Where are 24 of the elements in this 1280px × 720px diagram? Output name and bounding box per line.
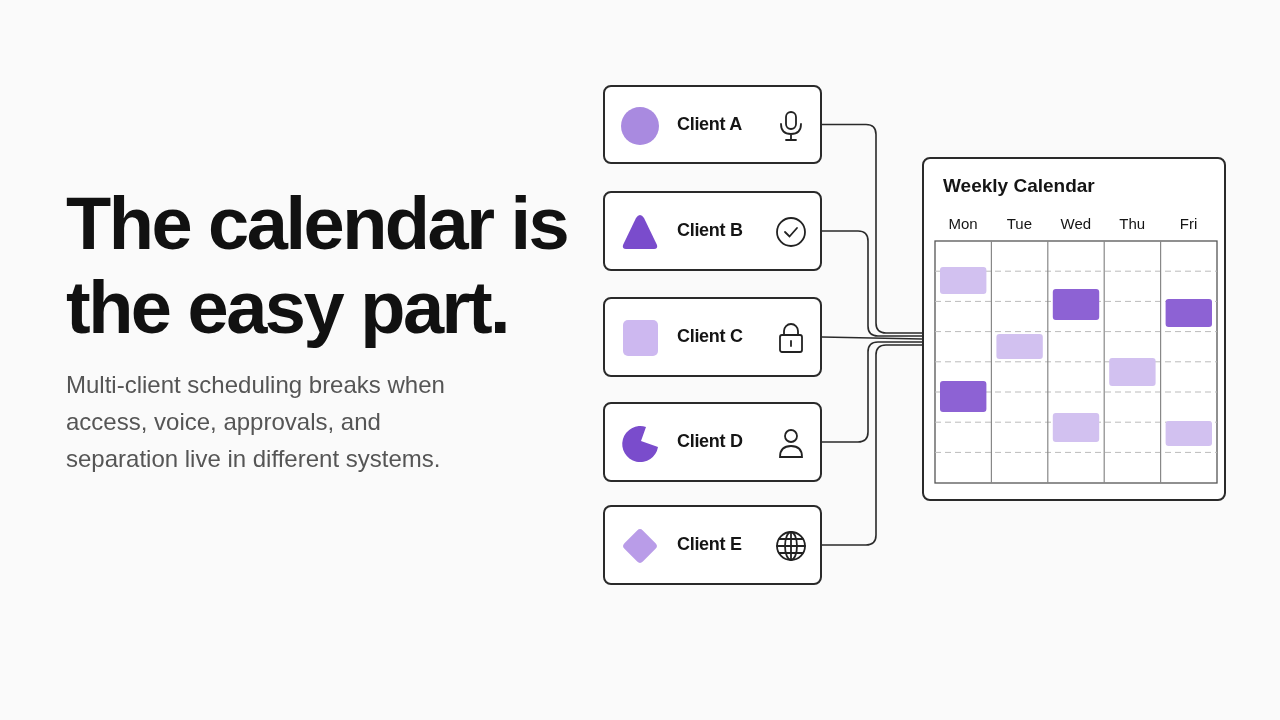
client-card <box>603 297 822 377</box>
calendar-panel <box>922 157 1226 501</box>
headline: The calendar is the easy part. <box>66 182 569 350</box>
day-label: Tue <box>1005 215 1034 232</box>
connector-line <box>821 336 923 340</box>
client-name: Client E <box>677 534 742 555</box>
day-label: Mon <box>947 215 979 232</box>
connector-line <box>821 341 923 443</box>
client-name: Client D <box>677 431 743 452</box>
connector-line <box>821 123 923 334</box>
client-name: Client B <box>677 220 743 241</box>
client-card <box>603 505 822 585</box>
subtitle: Multi-client scheduling breaks when access, voice, approvals, and separation live in different systems. <box>66 370 446 474</box>
day-label: Thu <box>1118 215 1147 232</box>
day-label: Wed <box>1059 215 1093 232</box>
client-card <box>603 402 822 482</box>
client-name: Client C <box>677 326 743 347</box>
client-card <box>603 191 822 271</box>
connector-line <box>821 230 923 337</box>
panel-title: Weekly Calendar <box>943 175 1095 197</box>
client-name: Client A <box>677 113 742 135</box>
connector-line <box>821 344 923 546</box>
day-label: Fri <box>1178 215 1199 232</box>
client-card <box>603 85 822 164</box>
